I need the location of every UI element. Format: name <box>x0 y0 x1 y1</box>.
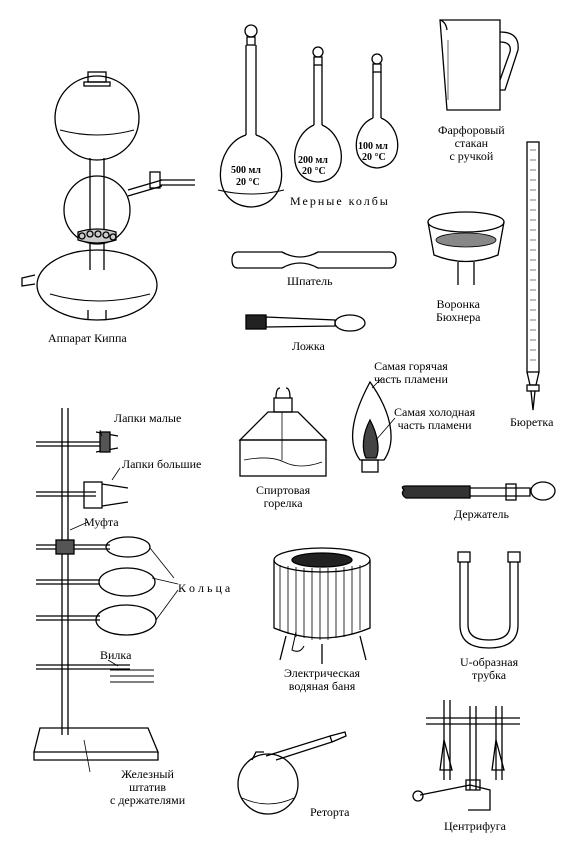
retort-drawing <box>237 731 347 815</box>
burette-drawing <box>526 141 540 411</box>
label-water-bath: Электрическая водяная баня <box>284 666 361 693</box>
spatula-drawing <box>231 251 397 269</box>
holder-drawing <box>401 481 556 501</box>
u-tube-drawing <box>457 551 521 649</box>
centrifuge-drawing <box>412 700 520 811</box>
label-flask-200: 200 мл <box>298 155 328 166</box>
label-alcohol-burner: Спиртовая горелка <box>256 483 311 510</box>
label-u-tube: U-образная трубка <box>460 655 519 682</box>
label-flask-200-temp: 20 °C <box>302 166 326 177</box>
label-holder: Держатель <box>454 507 509 521</box>
kipp-apparatus-drawing <box>21 71 195 321</box>
label-flask-100: 100 мл <box>358 141 388 152</box>
leader-lines <box>69 429 179 773</box>
alcohol-burner-drawing <box>238 387 328 477</box>
label-fork: Вилка <box>100 648 132 662</box>
volumetric-flasks-drawing <box>217 24 399 208</box>
label-spatula: Шпатель <box>287 274 333 288</box>
iron-stand-drawing <box>33 408 159 761</box>
label-spoon: Ложка <box>292 339 325 353</box>
porcelain-cup-drawing <box>439 19 519 111</box>
label-hottest-flame: Самая горячая часть пламени <box>374 359 448 386</box>
label-coldest-flame: Самая холодная часть пламени <box>394 405 476 432</box>
label-rings: К о л ь ц а <box>178 581 231 595</box>
buchner-funnel-drawing <box>427 211 505 285</box>
label-flask-500-temp: 20 °C <box>236 177 260 188</box>
label-burette: Бюретка <box>510 415 554 429</box>
label-centrifuge: Центрифуга <box>444 819 506 833</box>
label-flask-100-temp: 20 °C <box>362 152 386 163</box>
label-flask-500: 500 мл <box>231 165 261 176</box>
water-bath-drawing <box>273 547 371 664</box>
flame-drawing <box>352 377 396 473</box>
label-muff: Муфта <box>84 515 119 529</box>
label-kipp: Аппарат Киппа <box>48 331 127 345</box>
label-porcelain-cup: Фарфоровый стакан с ручкой <box>438 123 505 163</box>
label-iron-stand: Железный штатив с держателями <box>110 767 186 807</box>
spoon-drawing <box>245 314 366 332</box>
label-buchner-funnel: Воронка Бюхнера <box>436 297 481 324</box>
label-retort: Реторта <box>310 805 350 819</box>
label-small-clamps: Лапки малые <box>114 411 182 425</box>
label-big-clamps: Лапки большие <box>122 457 202 471</box>
label-volumetric-flasks: Мерные колбы <box>290 194 390 208</box>
